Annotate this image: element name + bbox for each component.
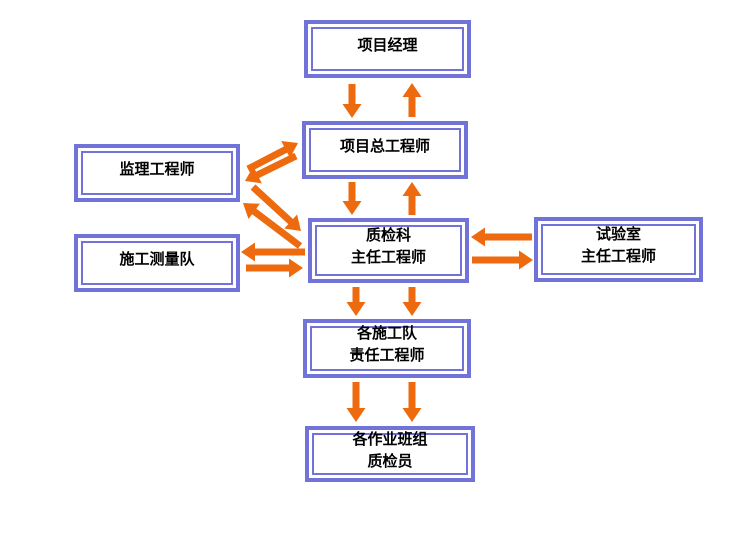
flow-arrow-construction-teams-to-work-crews-14: [346, 382, 366, 422]
flow-arrow-construction-teams-to-work-crews-15: [402, 382, 422, 422]
node-quality-dept-label: 质检科 主任工程师: [315, 225, 462, 276]
node-project-manager-label: 项目经理: [311, 27, 464, 71]
node-work-crews: 各作业班组 质检员: [305, 426, 475, 482]
node-laboratory-label: 试验室 主任工程师: [541, 224, 696, 275]
flow-arrow-survey-team-to-quality-dept-9: [246, 258, 303, 278]
node-supervision-engineer-label: 监理工程师: [81, 151, 233, 195]
flow-arrow-chief-engineer-to-supervision-engineer-5: [245, 152, 298, 184]
node-chief-engineer: 项目总工程师: [302, 121, 468, 179]
node-laboratory: 试验室 主任工程师: [534, 217, 703, 282]
flow-arrow-laboratory-to-quality-dept-10: [471, 227, 532, 247]
flow-arrow-quality-dept-to-construction-teams-13: [402, 287, 422, 316]
node-work-crews-label: 各作业班组 质检员: [312, 431, 468, 475]
node-quality-dept: 质检科 主任工程师: [308, 218, 469, 283]
node-survey-team-label: 施工测量队: [81, 241, 233, 285]
flow-arrow-chief-engineer-to-quality-dept-2: [342, 182, 362, 215]
node-construction-teams-label: 各施工队 责任工程师: [310, 325, 464, 371]
node-project-manager: 项目经理: [304, 20, 471, 78]
flow-arrow-quality-dept-to-supervision-engineer-7: [243, 203, 303, 249]
flow-arrow-quality-dept-to-chief-engineer-3: [402, 182, 422, 215]
flow-arrow-quality-dept-to-survey-team-8: [241, 242, 305, 262]
flow-arrow-project-manager-to-chief-engineer-0: [342, 84, 362, 118]
node-construction-teams: 各施工队 责任工程师: [303, 319, 471, 378]
node-supervision-engineer: 监理工程师: [74, 144, 240, 202]
node-chief-engineer-label: 项目总工程师: [309, 128, 461, 172]
flow-arrow-quality-dept-to-laboratory-11: [472, 250, 533, 270]
flow-arrow-quality-dept-to-construction-teams-12: [346, 287, 366, 316]
flow-arrow-supervision-engineer-to-quality-dept-6: [250, 184, 301, 231]
flow-arrow-supervision-engineer-to-chief-engineer-4: [246, 141, 298, 173]
node-survey-team: 施工测量队: [74, 234, 240, 292]
flow-arrow-chief-engineer-to-project-manager-1: [402, 83, 422, 117]
